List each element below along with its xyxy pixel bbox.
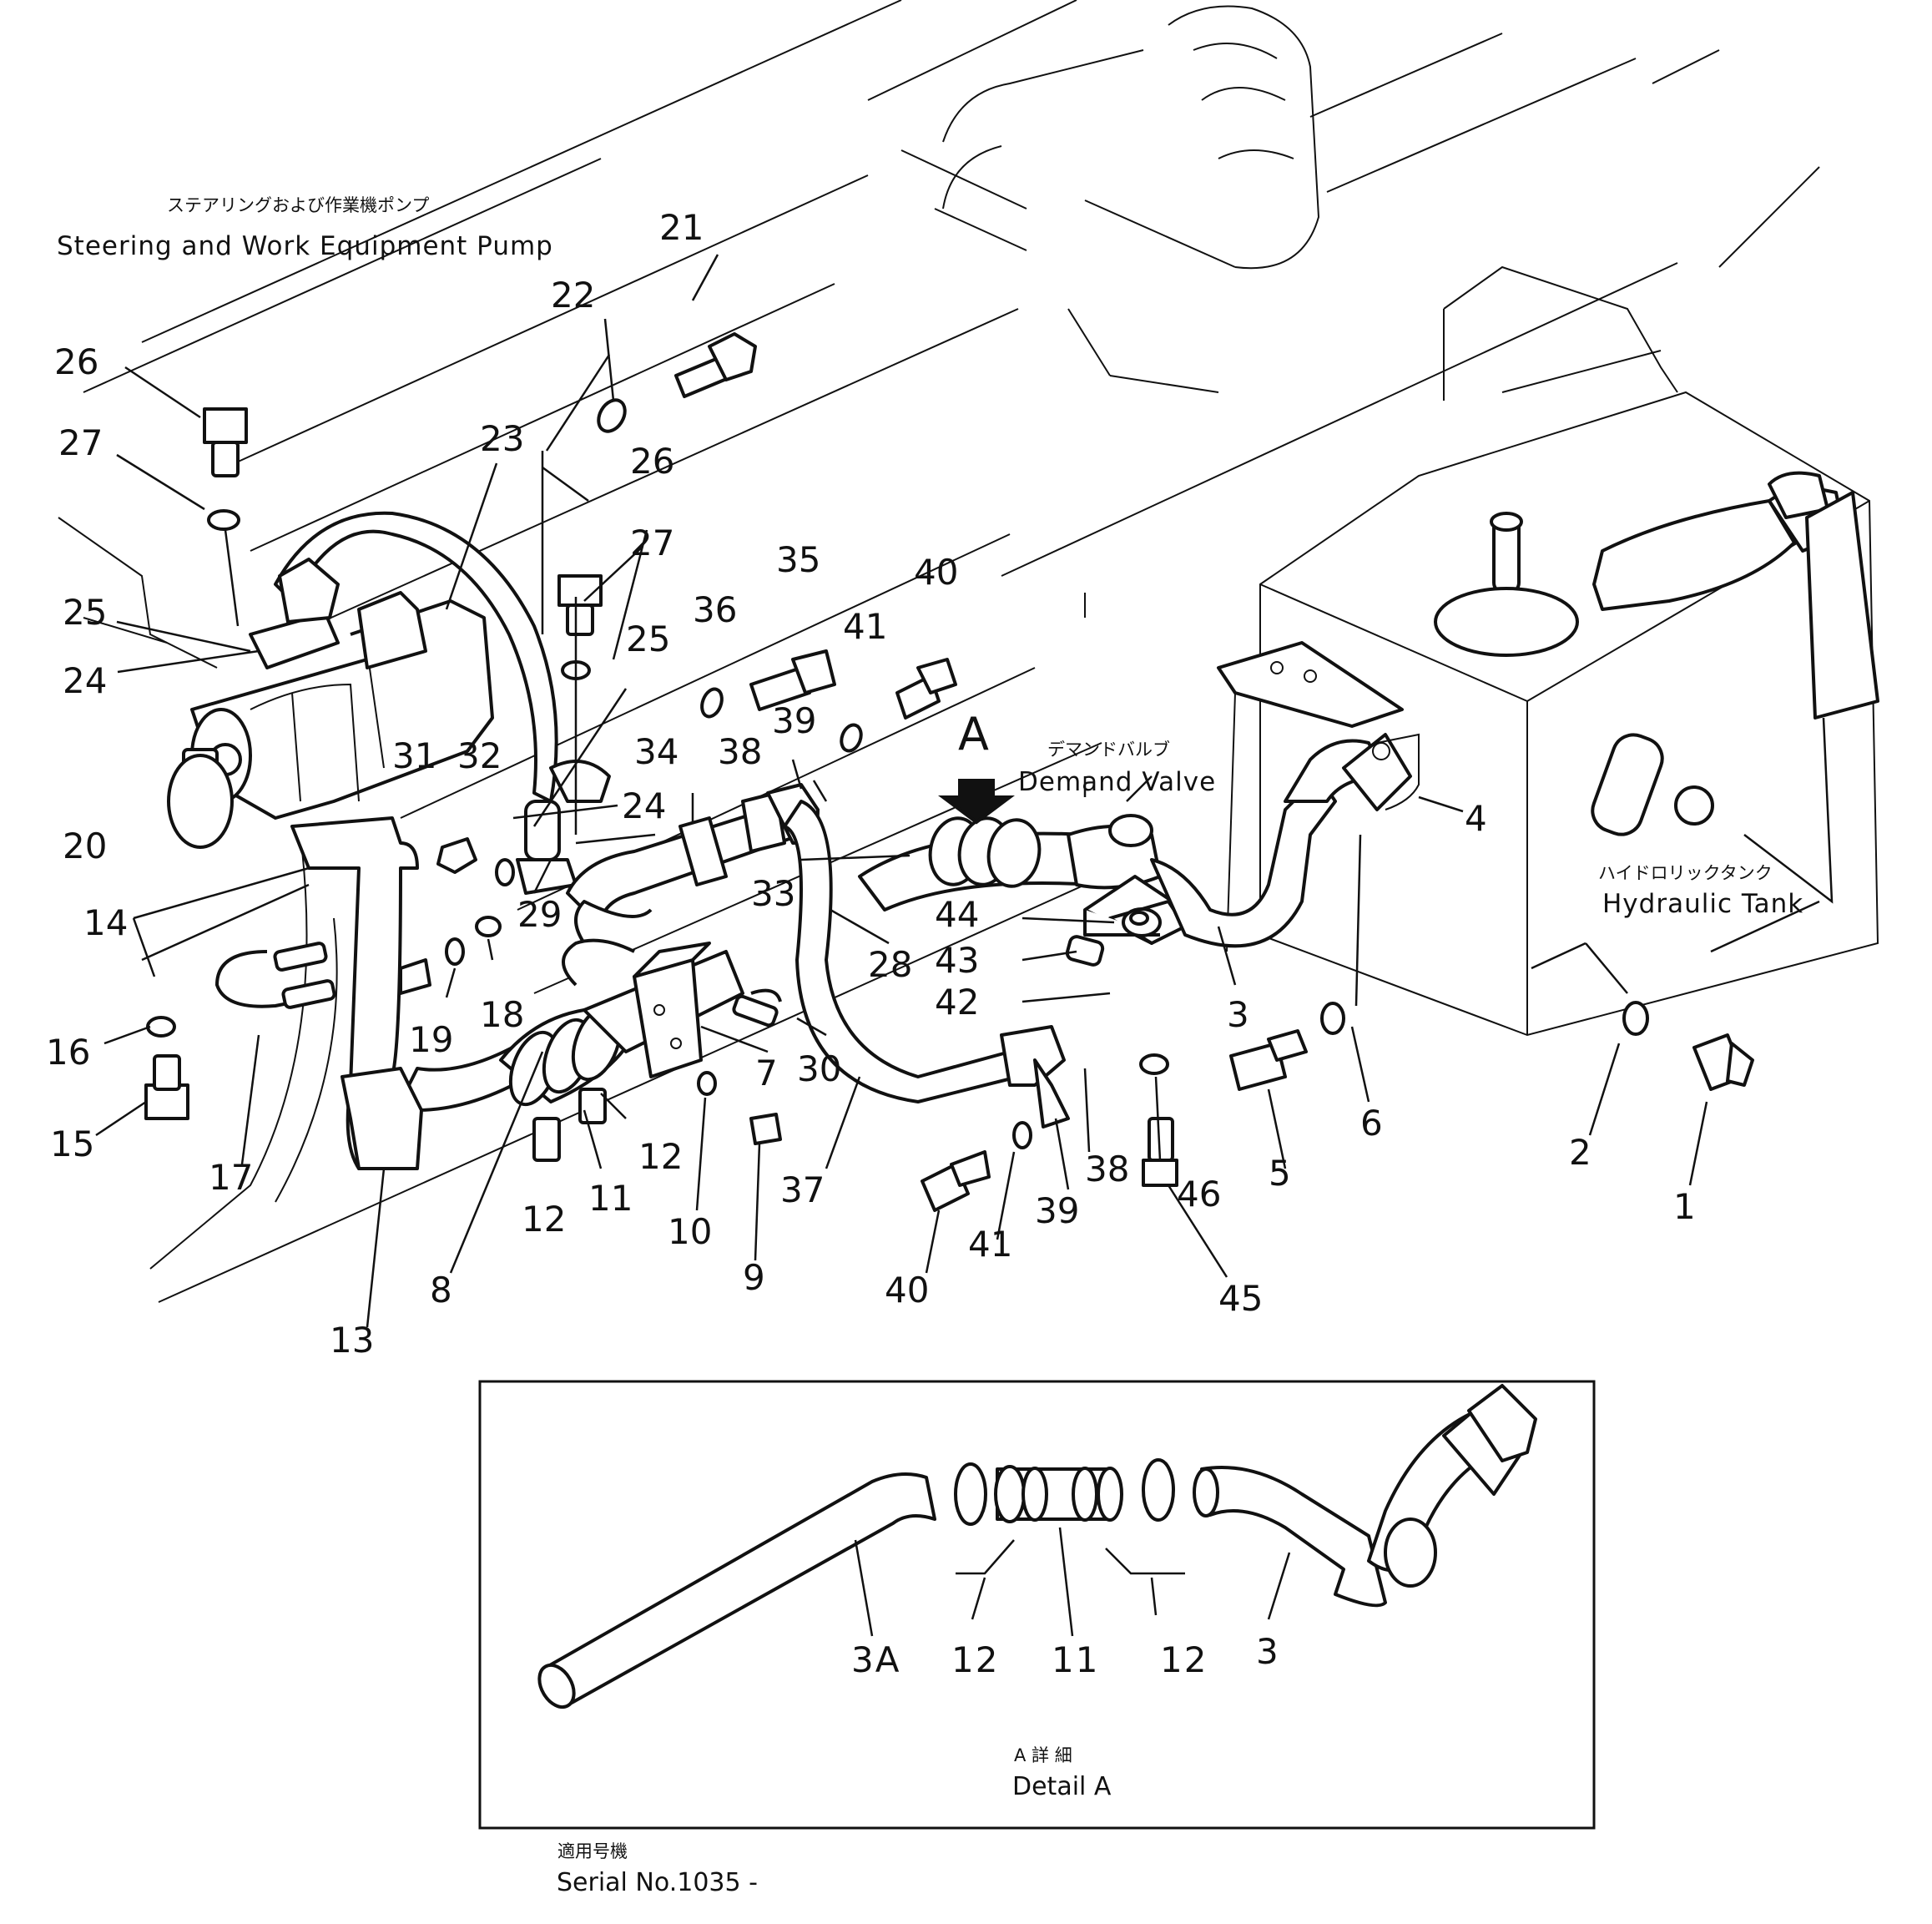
callout-41: 41 (968, 1224, 1012, 1265)
callout-19: 19 (409, 1019, 453, 1060)
callout-9: 9 (743, 1257, 765, 1298)
callout-3: 3 (1227, 994, 1249, 1035)
bracket-7 (633, 958, 703, 1078)
tank-label-jp: ハイドロリックタンク (1598, 863, 1773, 883)
callout-26: 26 (54, 341, 98, 382)
flange-4 (1342, 733, 1412, 811)
serial-label-jp: 適用号機 (557, 1841, 628, 1861)
clamp-12a (954, 1462, 987, 1526)
detail-callout-11: 11 (1052, 1639, 1099, 1680)
return-flange-plate (1805, 491, 1879, 720)
callout-23: 23 (480, 418, 524, 459)
view-marker-a: A (958, 708, 989, 760)
return-line-elbow (1592, 499, 1796, 611)
callout-44: 44 (935, 894, 979, 935)
callout-7: 7 (755, 1053, 778, 1093)
callout-27: 27 (58, 422, 103, 463)
callout-30: 30 (797, 1048, 841, 1089)
demand-valve-label-jp: デマンドバルブ (1047, 740, 1170, 760)
view-arrow-a (938, 779, 1015, 825)
callout-28: 28 (868, 944, 912, 985)
callout-10: 10 (668, 1211, 712, 1252)
callout-18: 18 (480, 994, 524, 1035)
callout-20: 20 (63, 826, 107, 866)
callout-4: 4 (1465, 798, 1487, 839)
callout-40: 40 (914, 552, 958, 593)
callout-39: 39 (772, 700, 816, 741)
callout-33: 33 (751, 873, 795, 914)
detail-label-en: Detail A (1012, 1772, 1112, 1801)
callout-15: 15 (50, 1124, 94, 1164)
callout-37: 37 (780, 1169, 825, 1210)
callout-29: 29 (517, 894, 562, 935)
callout-46: 46 (1177, 1174, 1221, 1214)
part-labels: ステアリングおよび作業機ポンプ Steering and Work Equipm… (57, 195, 1803, 1897)
callout-31: 31 (392, 735, 436, 776)
clamp-34 (678, 816, 728, 886)
callout-42: 42 (935, 982, 979, 1023)
tank-filler-flange (1434, 587, 1579, 657)
callout-22: 22 (551, 275, 595, 316)
u-bolt-30 (732, 994, 779, 1028)
callout-32: 32 (457, 735, 502, 776)
callout-45: 45 (1218, 1278, 1263, 1319)
detail-callout-3: 3 (1256, 1631, 1280, 1672)
callout-35: 35 (776, 539, 820, 580)
demand-valve-label-en: Demand Valve (1018, 767, 1216, 797)
callout-34: 34 (634, 731, 678, 772)
u-bolt-top (562, 938, 635, 987)
pump-label-en: Steering and Work Equipment Pump (57, 231, 553, 261)
callout-5: 5 (1269, 1153, 1291, 1194)
pipe-3 (1150, 775, 1337, 948)
callout-1: 1 (1673, 1186, 1696, 1227)
callout-11: 11 (588, 1178, 633, 1219)
detail-a-panel (478, 1380, 1596, 1830)
callout-24: 24 (622, 785, 666, 826)
callout-12: 12 (522, 1199, 566, 1240)
callout-40: 40 (885, 1270, 929, 1310)
detail-callout-12a: 12 (951, 1639, 999, 1680)
hose-37 (783, 800, 1020, 1103)
callout-36: 36 (693, 589, 737, 630)
callout-41: 41 (843, 606, 887, 647)
detail-callout-3a: 3A (851, 1639, 900, 1680)
callout-21: 21 (659, 207, 704, 248)
callout-38: 38 (1085, 1149, 1129, 1189)
callout-numbers: 21 22 26 27 23 26 27 25 25 24 20 36 35 4… (46, 207, 1696, 1361)
detail-callout-12b: 12 (1160, 1639, 1208, 1680)
tank-label-en: Hydraulic Tank (1602, 889, 1803, 919)
detail-label-jp: A 詳 細 (1014, 1745, 1072, 1765)
o-ring-20 (167, 754, 234, 849)
callout-25: 25 (626, 619, 670, 659)
pump-label-jp: ステアリングおよび作業機ポンプ (167, 195, 429, 215)
tank-strainer (1591, 733, 1664, 836)
machine-frame-outline (58, 0, 1879, 1303)
callout-16: 16 (46, 1032, 90, 1073)
detail-callout-numbers: 3A 12 11 12 3 (851, 1631, 1280, 1680)
callout-27: 27 (630, 523, 674, 563)
callout-25: 25 (63, 592, 107, 633)
callout-38: 38 (718, 731, 762, 772)
callout-14: 14 (83, 902, 128, 943)
serial-label-en: Serial No.1035 - (557, 1868, 758, 1897)
callout-26: 26 (630, 441, 674, 482)
callout-24: 24 (63, 660, 107, 701)
callout-17: 17 (209, 1157, 253, 1198)
leader-lines (95, 254, 1834, 1328)
pipe-3a (541, 1472, 936, 1704)
callout-2: 2 (1569, 1132, 1592, 1173)
callout-6: 6 (1360, 1103, 1383, 1144)
callout-12: 12 (638, 1136, 683, 1177)
hardware-bolts (144, 332, 1754, 1212)
callout-8: 8 (430, 1270, 452, 1310)
callout-43: 43 (935, 940, 979, 981)
clamp-12b (1142, 1458, 1175, 1522)
pipe-3-detail (1200, 1466, 1387, 1608)
callout-13: 13 (330, 1320, 374, 1361)
callout-39: 39 (1035, 1190, 1079, 1231)
tank-bracket (1217, 641, 1404, 728)
